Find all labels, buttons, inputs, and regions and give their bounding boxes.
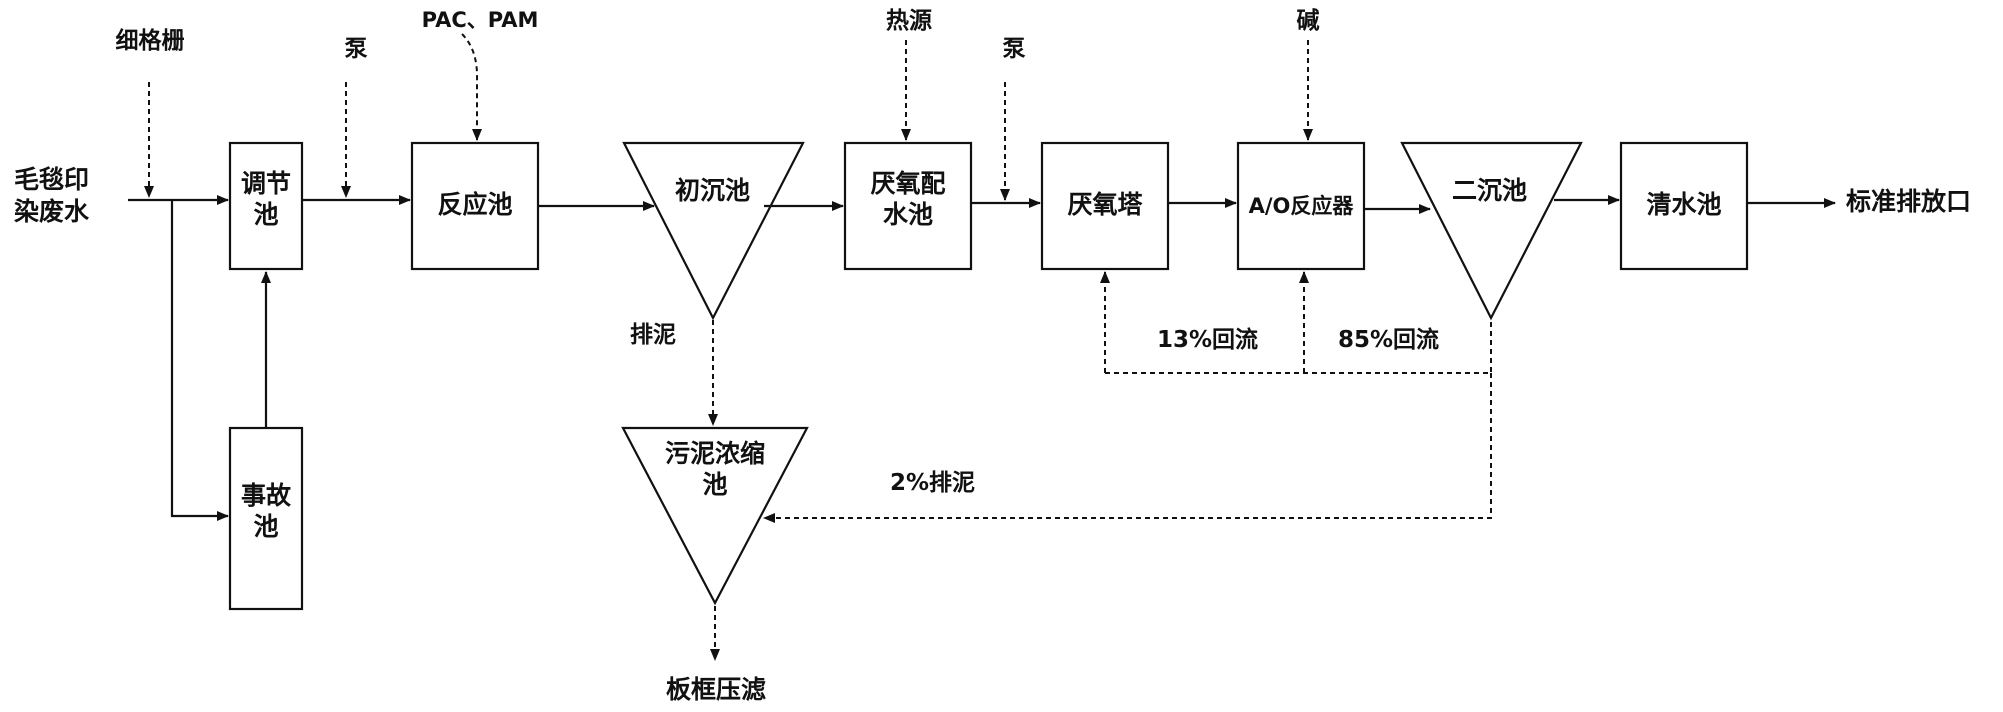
anaerobic-tower-box bbox=[1040, 141, 1170, 271]
return-13-label: 13%回流 bbox=[1157, 327, 1259, 353]
anaerobic-mixing-label-line2: 水池 bbox=[882, 200, 933, 230]
filter-press-label: 板框压滤 bbox=[665, 675, 767, 704]
anaerobic-mixing-tank-box bbox=[843, 141, 973, 271]
chemicals-arrow bbox=[461, 33, 482, 141]
ao-reactor-box bbox=[1236, 141, 1366, 271]
sludge-thickener-label-line1: 污泥浓缩 bbox=[664, 439, 765, 468]
return-85-label: 85%回流 bbox=[1338, 327, 1440, 353]
equalization-tank-label-line1: 调节 bbox=[240, 169, 291, 198]
sludge-thickener-triangle bbox=[621, 426, 809, 606]
clear-water-tank-label: 清水池 bbox=[1646, 190, 1722, 219]
sludge-2-label: 2%排泥 bbox=[890, 470, 976, 496]
sludge-2-line bbox=[763, 373, 1492, 523]
heat-source-label: 热源 bbox=[886, 8, 932, 34]
primary-settling-label: 初沉池 bbox=[674, 176, 750, 205]
alkali-label: 碱 bbox=[1296, 8, 1320, 34]
secondary-settling-triangle bbox=[1400, 141, 1583, 321]
discharge-outlet-label: 标准排放口 bbox=[1846, 187, 1972, 216]
sludge-discharge-label: 排泥 bbox=[630, 322, 676, 348]
sludge-thickener-label: 污泥浓缩 池 bbox=[635, 438, 795, 501]
reaction-tank-label: 反应池 bbox=[437, 190, 513, 219]
secondary-settling-label: 二沉池 bbox=[1451, 176, 1527, 205]
sludge-thickener-label-line2: 池 bbox=[702, 470, 728, 500]
anaerobic-tower-label: 厌氧塔 bbox=[1067, 190, 1143, 219]
accident-tank-label: 事故 池 bbox=[230, 480, 302, 543]
flow-to-accident-tank bbox=[170, 200, 229, 521]
source-label-line1: 毛毯印 bbox=[14, 165, 90, 194]
equalization-tank-label-line2: 池 bbox=[253, 200, 279, 230]
pump-2-label: 泵 bbox=[1002, 36, 1026, 62]
primary-settling-triangle bbox=[622, 141, 805, 321]
accident-tank-label-line1: 事故 bbox=[240, 481, 291, 510]
clear-water-tank-box bbox=[1619, 141, 1749, 271]
anaerobic-mixing-label-line1: 厌氧配 bbox=[870, 169, 946, 198]
return-line-main bbox=[1105, 320, 1492, 374]
chemicals-label: PAC、PAM bbox=[421, 8, 539, 32]
pump-1-label: 泵 bbox=[344, 36, 368, 62]
equalization-tank-box bbox=[228, 141, 304, 271]
accident-tank-label-line2: 池 bbox=[253, 512, 279, 542]
ao-reactor-label: A/O反应器 bbox=[1248, 194, 1354, 218]
equalization-tank-label: 调节 池 bbox=[230, 168, 302, 231]
source-label-line2: 染废水 bbox=[14, 197, 90, 226]
fine-screen-label: 细格栅 bbox=[115, 28, 185, 54]
anaerobic-mixing-tank-label: 厌氧配 水池 bbox=[845, 168, 971, 231]
